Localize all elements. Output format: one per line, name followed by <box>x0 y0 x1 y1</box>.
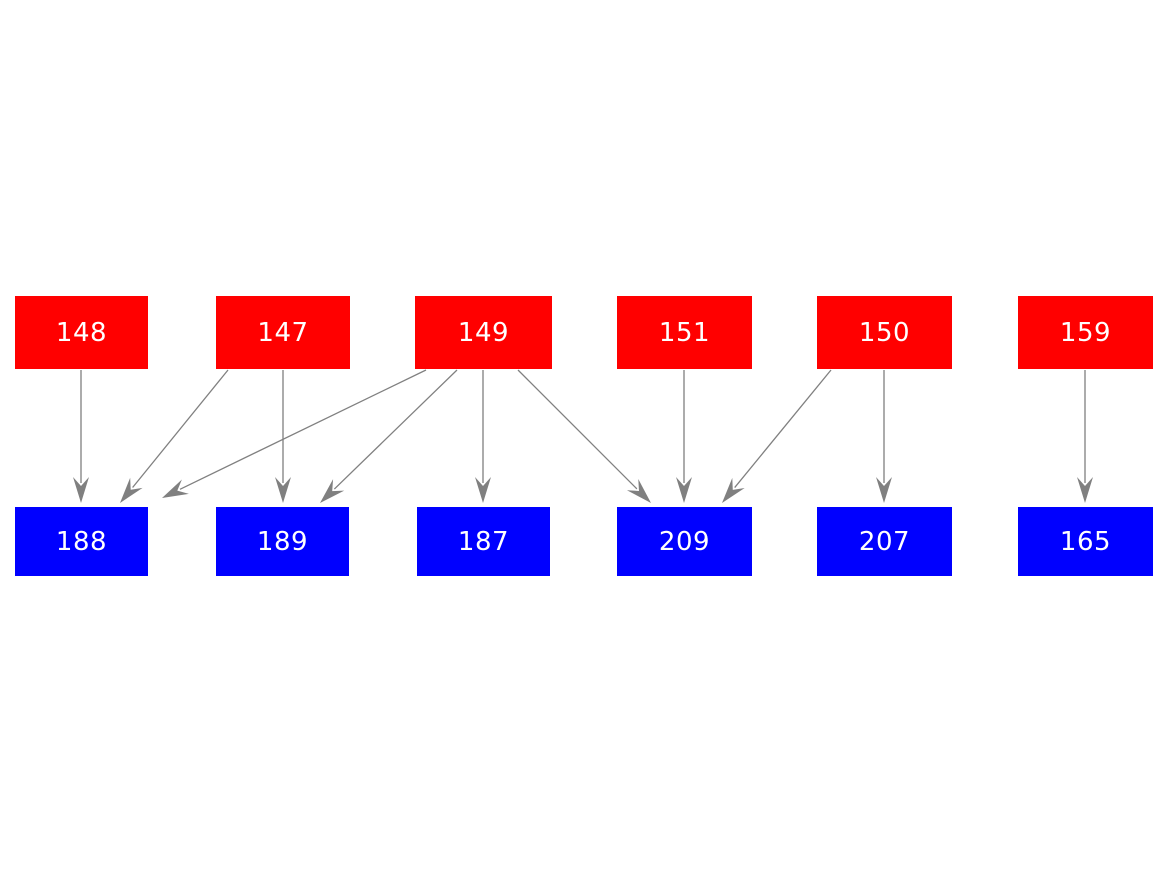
node-label: 209 <box>658 526 711 557</box>
arrowhead-icon <box>676 477 692 503</box>
node-label: 147 <box>257 317 309 348</box>
graph-edge <box>275 370 291 503</box>
node-label: 165 <box>1059 526 1112 557</box>
graph-node-151[interactable]: 151 <box>617 296 752 369</box>
graph-node-159[interactable]: 159 <box>1018 296 1153 369</box>
graph-node-189[interactable]: 189 <box>216 507 349 576</box>
node-label: 150 <box>858 317 911 348</box>
arrowhead-icon <box>73 477 89 503</box>
graph-node-209[interactable]: 209 <box>617 507 752 576</box>
node-label: 207 <box>858 526 911 557</box>
graph-node-165[interactable]: 165 <box>1018 507 1153 576</box>
graph-edge <box>73 370 89 503</box>
node-label: 187 <box>457 526 510 557</box>
node-label: 159 <box>1059 317 1112 348</box>
graph-node-149[interactable]: 149 <box>415 296 552 369</box>
graph-edge <box>676 370 692 503</box>
graph-node-150[interactable]: 150 <box>817 296 952 369</box>
node-label: 189 <box>256 526 309 557</box>
graph-node-187[interactable]: 187 <box>417 507 550 576</box>
arrowhead-icon <box>1077 477 1093 503</box>
node-label: 188 <box>55 526 108 557</box>
arrowhead-icon <box>626 478 651 503</box>
arrowhead-icon <box>876 477 892 503</box>
graph-edge <box>517 369 651 503</box>
graph-edge <box>162 369 427 498</box>
node-label: 149 <box>457 317 510 348</box>
graph-node-207[interactable]: 207 <box>817 507 952 576</box>
arrowhead-icon <box>320 479 345 503</box>
node-label: 151 <box>658 317 711 348</box>
graph-edge <box>876 370 892 503</box>
graph-node-147[interactable]: 147 <box>216 296 350 369</box>
graph-edge <box>320 369 458 503</box>
arrowhead-icon <box>162 479 189 498</box>
graph-node-148[interactable]: 148 <box>15 296 148 369</box>
graph-node-188[interactable]: 188 <box>15 507 148 576</box>
arrowhead-icon <box>120 477 143 503</box>
graph-edge <box>722 369 832 503</box>
arrowhead-icon <box>475 477 491 503</box>
graph-edge <box>475 370 491 503</box>
arrowhead-icon <box>275 477 291 503</box>
node-label: 148 <box>55 317 108 348</box>
graph-edge <box>120 369 229 503</box>
graph-edge <box>1077 370 1093 503</box>
arrowhead-icon <box>722 477 745 503</box>
